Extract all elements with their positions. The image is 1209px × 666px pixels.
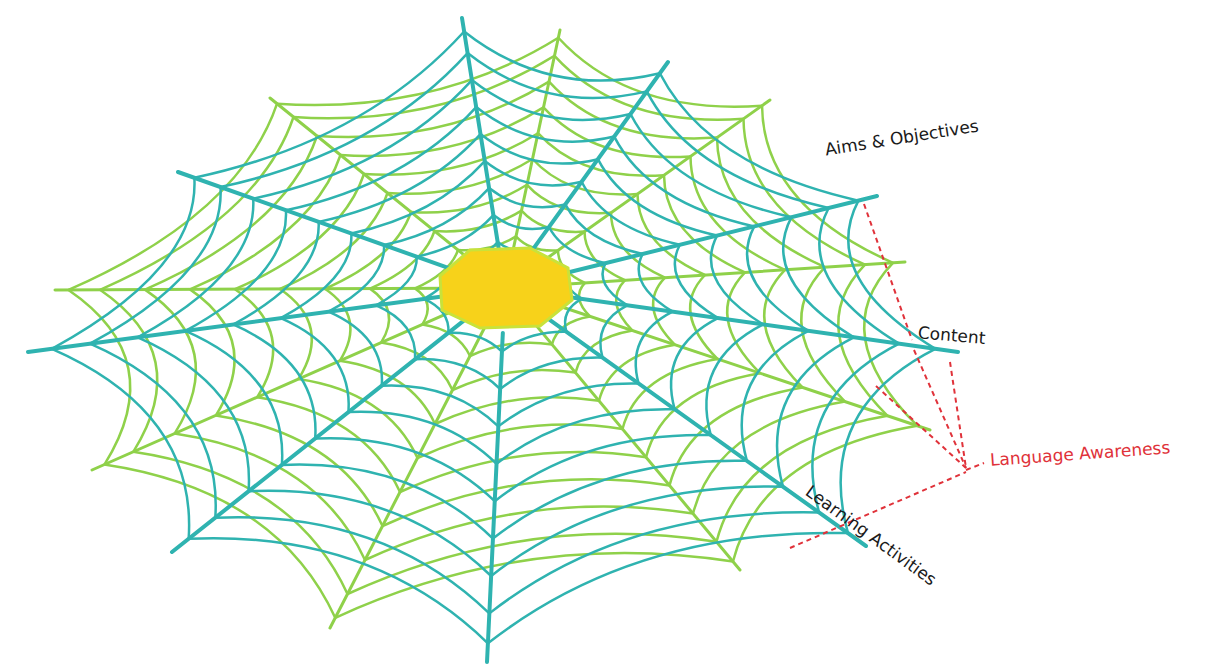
web-thread (335, 553, 733, 618)
web-thread (52, 349, 189, 539)
web-thread (376, 305, 415, 359)
web-thread (415, 359, 500, 389)
web-thread (747, 226, 808, 331)
web-thread (382, 385, 499, 426)
web-label: Learning Activities (800, 480, 942, 591)
web-thread (549, 227, 605, 263)
web-thread (762, 106, 893, 263)
web-thread (498, 383, 638, 426)
web-thread (552, 316, 590, 344)
web-thread (90, 344, 216, 518)
web-thread (415, 288, 428, 324)
web-thread (383, 479, 670, 526)
web-thread (472, 80, 631, 120)
web-thread (495, 435, 711, 501)
web-thread (249, 491, 492, 576)
web-thread (742, 331, 809, 461)
web-thread (315, 438, 495, 501)
web-thread (189, 538, 488, 643)
web-hub (440, 248, 572, 328)
web-thread (370, 289, 389, 343)
web-thread (194, 32, 464, 178)
web-thread (215, 517, 489, 613)
web-thread (448, 333, 502, 352)
web-thread (138, 337, 249, 491)
web-thread (489, 188, 565, 207)
web-thread (706, 324, 763, 435)
web-thread (277, 38, 558, 105)
web-thread (647, 91, 829, 208)
web-thread (221, 53, 468, 187)
web-thread (576, 331, 633, 373)
web-thread (138, 199, 254, 338)
web-thread (493, 215, 549, 229)
web-thread (400, 452, 646, 492)
web-thread (282, 464, 493, 538)
web-thread (841, 349, 936, 533)
web-thread (488, 533, 848, 643)
web-thread (319, 134, 481, 222)
callout-label: Language Awareness (987, 437, 1173, 470)
web-thread (670, 387, 803, 485)
web-thread (497, 409, 675, 464)
web-threads (28, 18, 958, 662)
web-thread (603, 263, 628, 305)
web-thread (185, 210, 286, 331)
web-thread (502, 332, 566, 352)
web-thread (384, 188, 489, 245)
web-label: Content (915, 322, 988, 349)
web-thread (812, 344, 899, 513)
web-thread (104, 465, 335, 618)
web-thread (819, 208, 899, 344)
web-thread (340, 361, 435, 424)
web-thread (351, 161, 484, 233)
web-thread (69, 290, 131, 465)
web-thread (190, 289, 235, 415)
web-thread (489, 512, 819, 613)
web-thread (329, 245, 385, 312)
web-spoke (55, 288, 451, 290)
web-thread (422, 324, 470, 356)
web-thread (671, 318, 718, 409)
web-thread (381, 343, 452, 390)
web-thread (631, 114, 792, 217)
web-thread (376, 257, 417, 306)
web-thread (329, 312, 382, 386)
web-thread (600, 305, 627, 357)
web-thread (636, 312, 673, 384)
web-thread (614, 137, 754, 227)
web-thread (485, 161, 582, 185)
web-thread (185, 331, 282, 465)
web-label: Aims & Objectives (821, 115, 982, 160)
web-thread (348, 412, 496, 464)
web-thread (476, 107, 614, 142)
web-thread (253, 80, 472, 199)
web-thread (500, 358, 602, 389)
web-thread (52, 178, 195, 349)
web-thread (660, 73, 859, 200)
web-thread (233, 324, 315, 438)
web-thread (783, 217, 854, 337)
web-thread (464, 32, 660, 81)
web-thread (493, 461, 747, 539)
web-thread (90, 187, 221, 344)
web-thread (435, 397, 599, 424)
web-thread (294, 56, 555, 118)
web-thread (639, 254, 673, 312)
web-thread (598, 159, 717, 235)
